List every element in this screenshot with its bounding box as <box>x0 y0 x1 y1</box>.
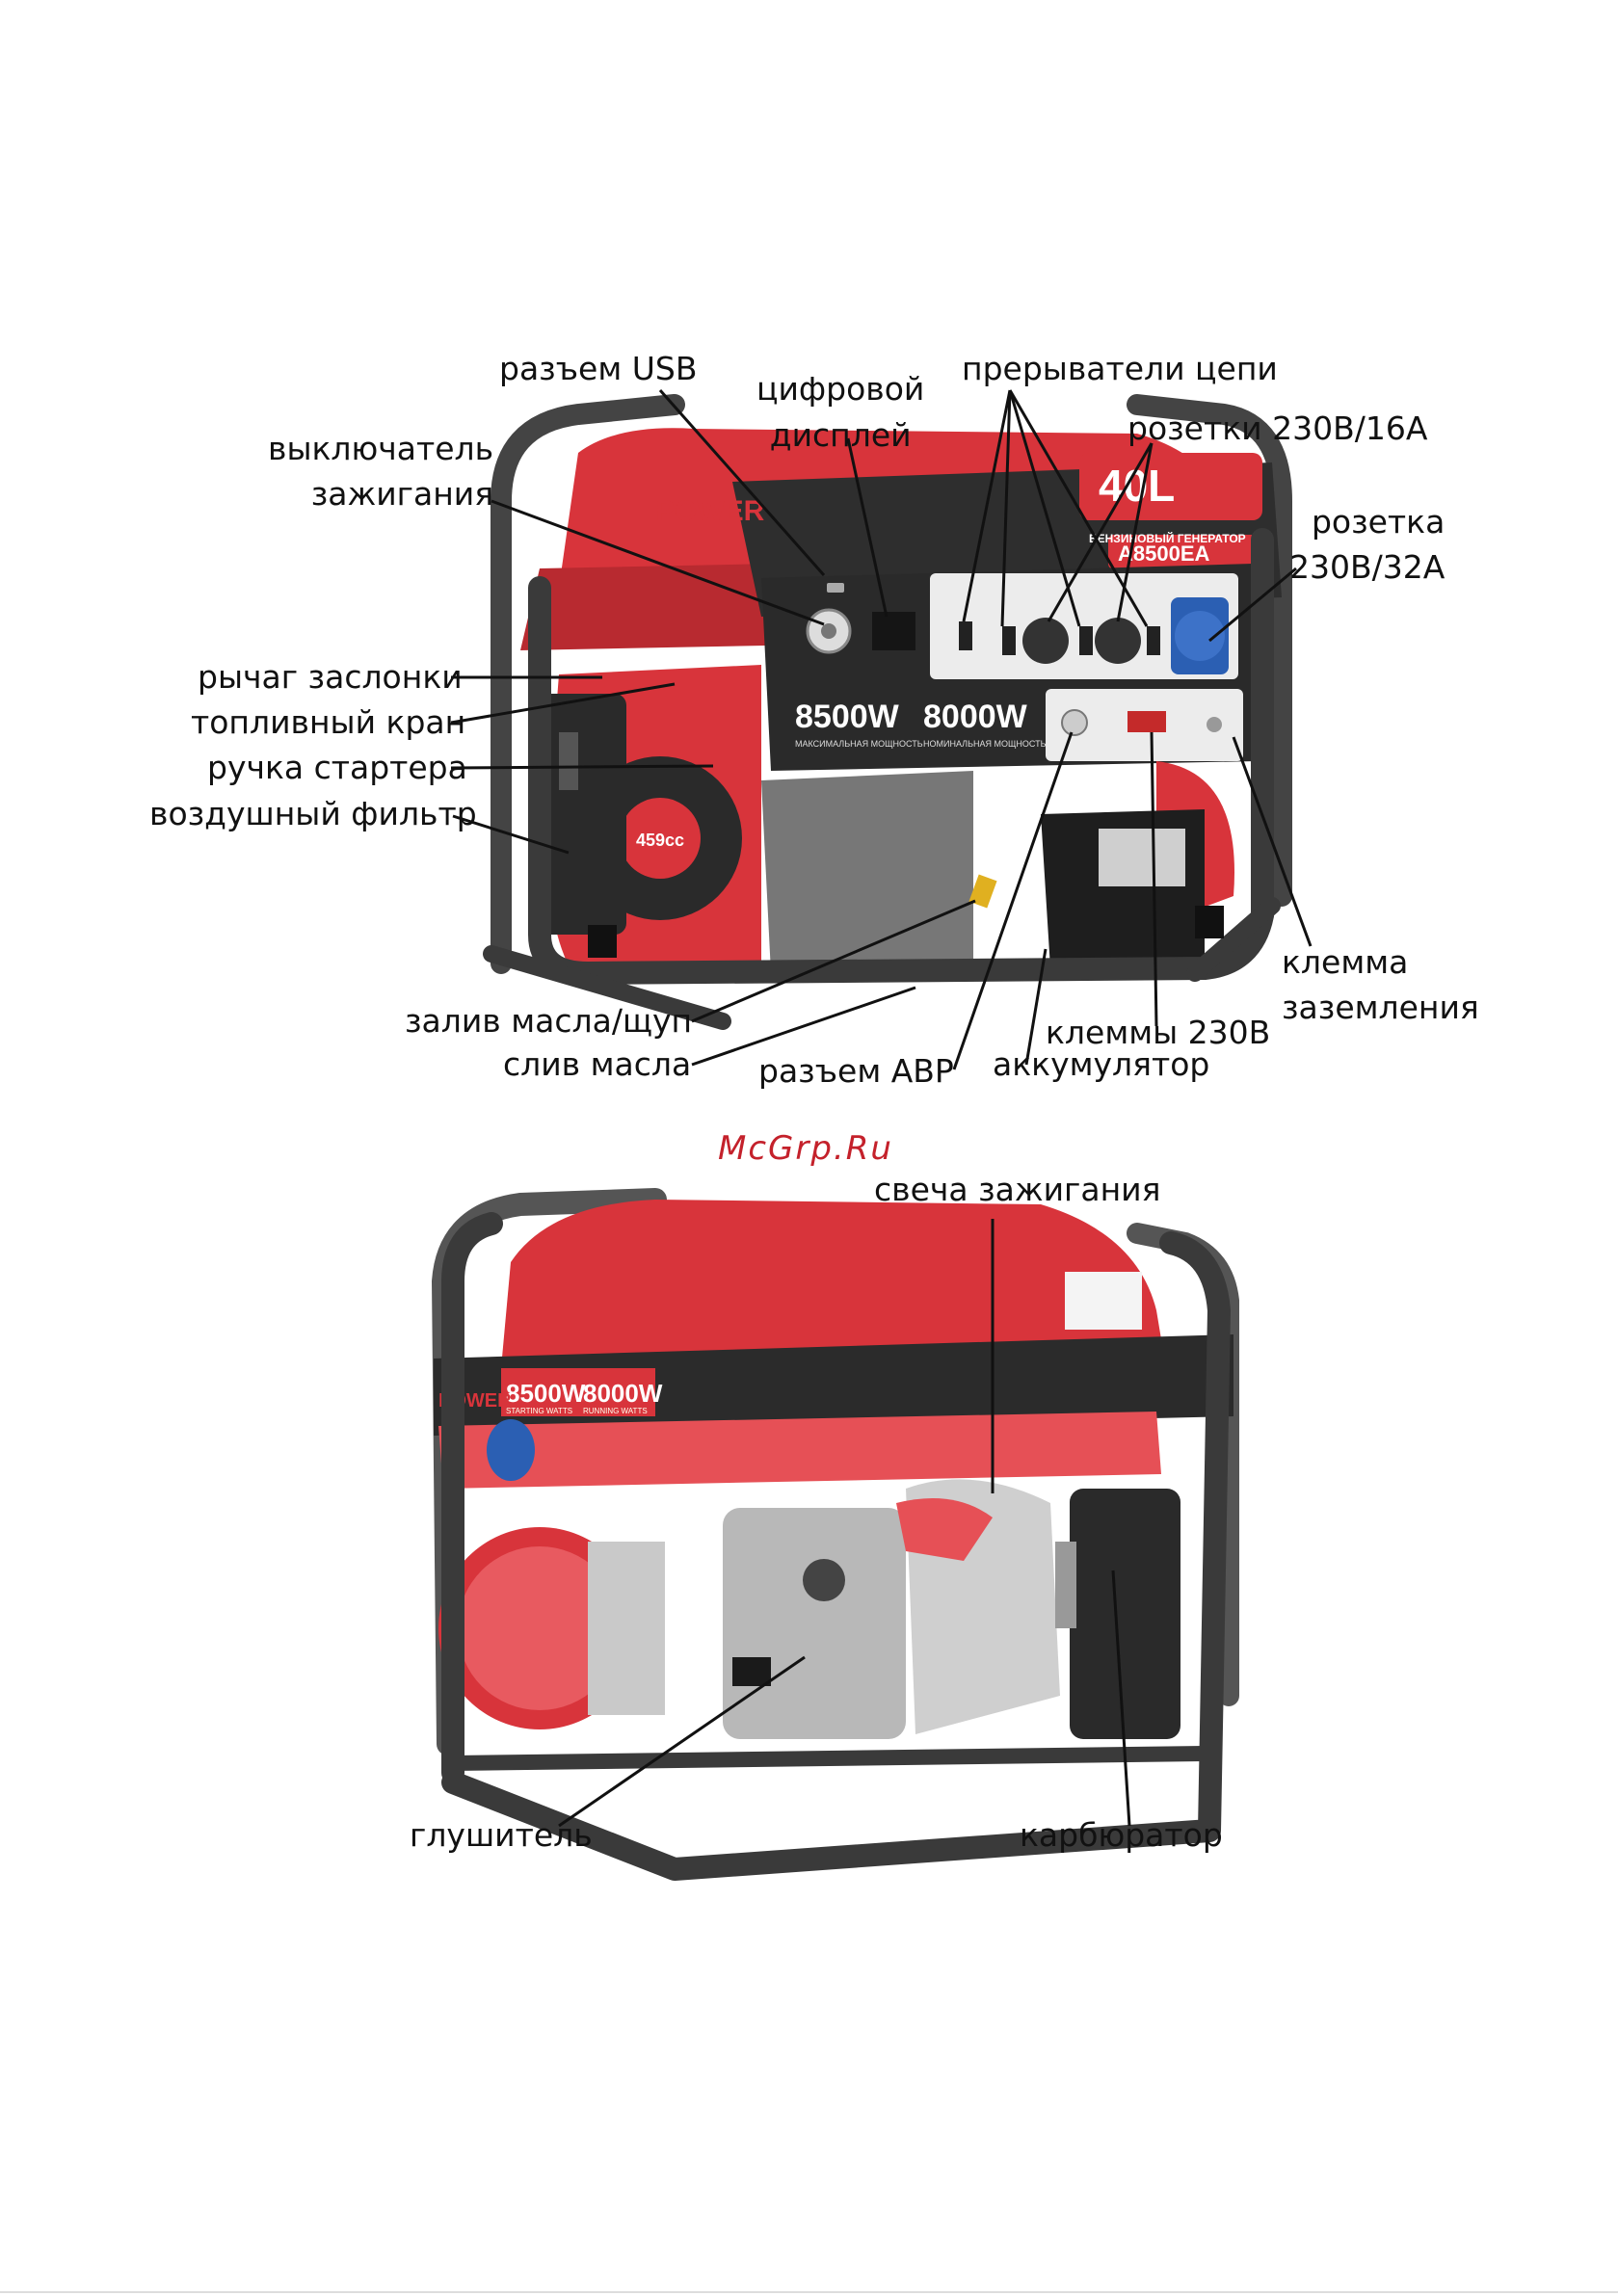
leader-ats <box>952 731 1074 1070</box>
label-starter: ручка стартера <box>207 749 467 786</box>
label-ignition: выключатель зажигания <box>268 430 494 513</box>
leader-carburetor <box>1111 1570 1131 1827</box>
max-power-caption: МАКСИМАЛЬНАЯ МОЩНОСТЬ <box>795 739 923 749</box>
leader-battery <box>1024 948 1048 1066</box>
leader-breaker-1 <box>962 389 1012 622</box>
label-ground: клемма заземления <box>1282 943 1479 1026</box>
label-oil-drain: слив масла <box>503 1045 692 1083</box>
label-muffler: глушитель <box>410 1816 593 1854</box>
engine-displacement-mark: 459cc <box>636 831 684 850</box>
label-display: цифровой дисплей <box>756 370 925 454</box>
leader-ignition <box>491 499 825 626</box>
leader-outlet-32a <box>1208 567 1297 643</box>
bottom-rated-caption: RUNNING WATTS <box>583 1407 648 1415</box>
leader-breaker-3 <box>1008 389 1081 627</box>
leader-outlet-16a-1 <box>1047 442 1154 622</box>
page-bottom-edge <box>0 2291 1618 2293</box>
bottom-max-power-mark: 8500W <box>506 1379 586 1408</box>
leader-breaker-2 <box>1000 389 1012 627</box>
leader-ground <box>1232 736 1313 947</box>
leader-oil-fill <box>691 899 976 1023</box>
leader-fuel-valve <box>450 682 676 725</box>
leader-breaker-4 <box>1008 389 1149 627</box>
bottom-max-caption: STARTING WATTS <box>506 1407 572 1415</box>
leader-display <box>846 437 889 618</box>
label-oil-fill: залив масла/щуп <box>405 1002 693 1040</box>
bottom-rated-power-mark: 8000W <box>583 1379 663 1408</box>
leader-air-filter <box>452 814 570 855</box>
label-choke: рычаг заслонки <box>198 658 463 696</box>
leader-starter <box>450 764 714 770</box>
leader-usb <box>658 389 826 576</box>
label-ats: разъем АВР <box>758 1052 954 1090</box>
rated-power-caption: НОМИНАЛЬНАЯ МОЩНОСТЬ <box>923 739 1047 749</box>
label-carburetor: карбюратор <box>1020 1816 1223 1854</box>
label-spark-plug: свеча зажигания <box>874 1171 1161 1208</box>
leader-oil-drain <box>691 986 916 1067</box>
leader-outlet-16a-2 <box>1116 442 1154 622</box>
label-outlet-32a: розетка 230В/32А <box>1289 503 1446 586</box>
label-usb: разъем USB <box>499 350 698 387</box>
label-breakers: прерыватели цепи <box>962 350 1278 387</box>
rated-power-mark: 8000W <box>923 699 1028 735</box>
label-battery: аккумулятор <box>993 1045 1210 1083</box>
brand-logo-top: POWER <box>655 495 765 527</box>
label-fuel-valve: топливный кран <box>191 703 466 741</box>
leader-terminals <box>1150 731 1158 1027</box>
label-air-filter: воздушный фильтр <box>149 795 477 832</box>
model-line-mark: БЕНЗИНОВЫЙ ГЕНЕРАТОР <box>1089 531 1246 545</box>
watermark: McGrp.Ru <box>718 1129 893 1168</box>
leader-muffler <box>558 1655 806 1828</box>
max-power-mark: 8500W <box>795 699 900 735</box>
label-terminals: клеммы 230В <box>1046 1014 1271 1051</box>
label-outlets-16a: розетки 230В/16А <box>1127 409 1428 447</box>
